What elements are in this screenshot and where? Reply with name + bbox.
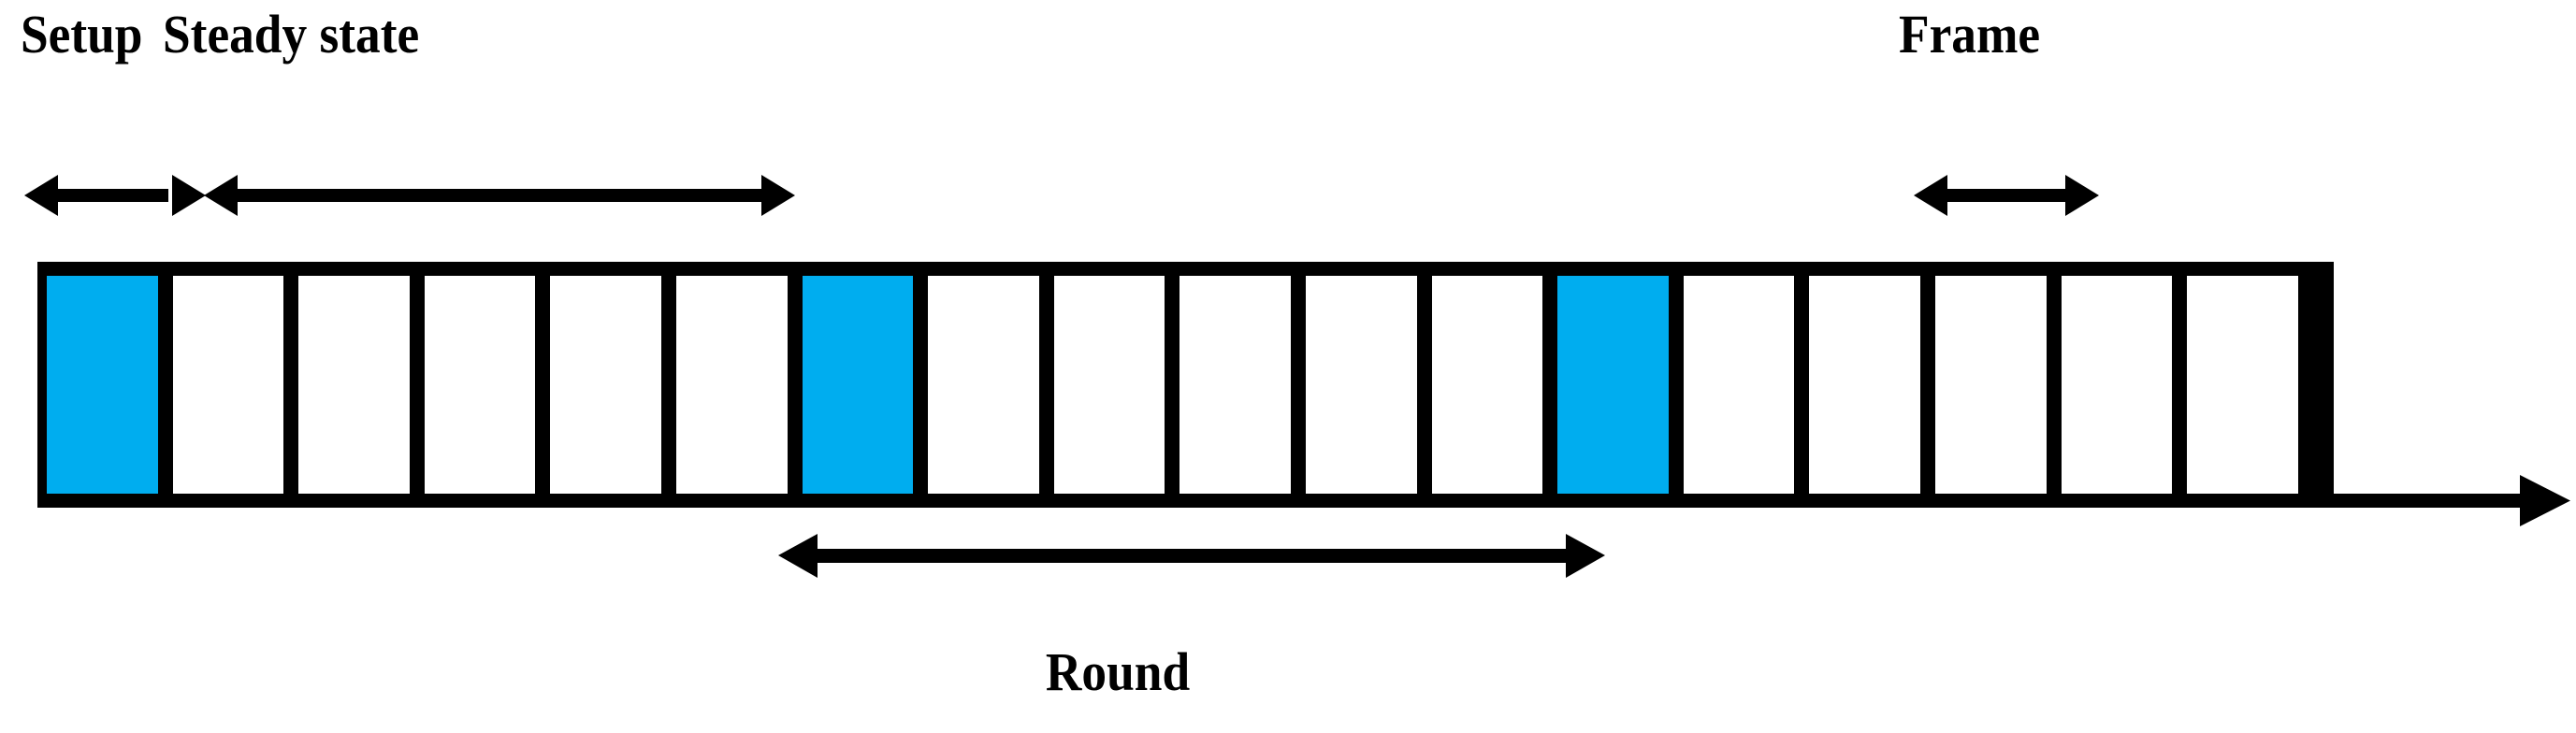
timeline-slot (928, 276, 1039, 494)
setup-measure-arrow (24, 175, 206, 216)
timeline-slot (424, 276, 536, 494)
setup-label: Setup (21, 4, 143, 65)
timeline-slot (47, 276, 158, 494)
round-measure-arrow (778, 534, 1605, 578)
timeline-slot (1809, 276, 1920, 494)
timeline-slot (1179, 276, 1291, 494)
timeline-bar (37, 262, 2334, 508)
timeline-slot (676, 276, 788, 494)
timeline-slot (1053, 276, 1165, 494)
steady-state-label: Steady state (163, 4, 420, 65)
timeline-slot (1935, 276, 2047, 494)
timeline-slot (2187, 276, 2298, 494)
timeline-slot (2061, 276, 2173, 494)
round-label: Round (1045, 641, 1191, 702)
timeline-slot (802, 276, 914, 494)
frame-label: Frame (1899, 4, 2041, 65)
timeline-slot (550, 276, 661, 494)
frame-measure-arrow (1914, 175, 2099, 216)
timeline-slot (1557, 276, 1669, 494)
timeline-slot (298, 276, 410, 494)
timeline-slot (1683, 276, 1795, 494)
timeline-slot-container (37, 262, 2334, 508)
steady-state-measure-arrow (204, 175, 795, 216)
timeline-continues-arrow (2320, 475, 2570, 526)
timeline-slot (1306, 276, 1417, 494)
timeline-slot (172, 276, 284, 494)
timeline-slot (1431, 276, 1543, 494)
